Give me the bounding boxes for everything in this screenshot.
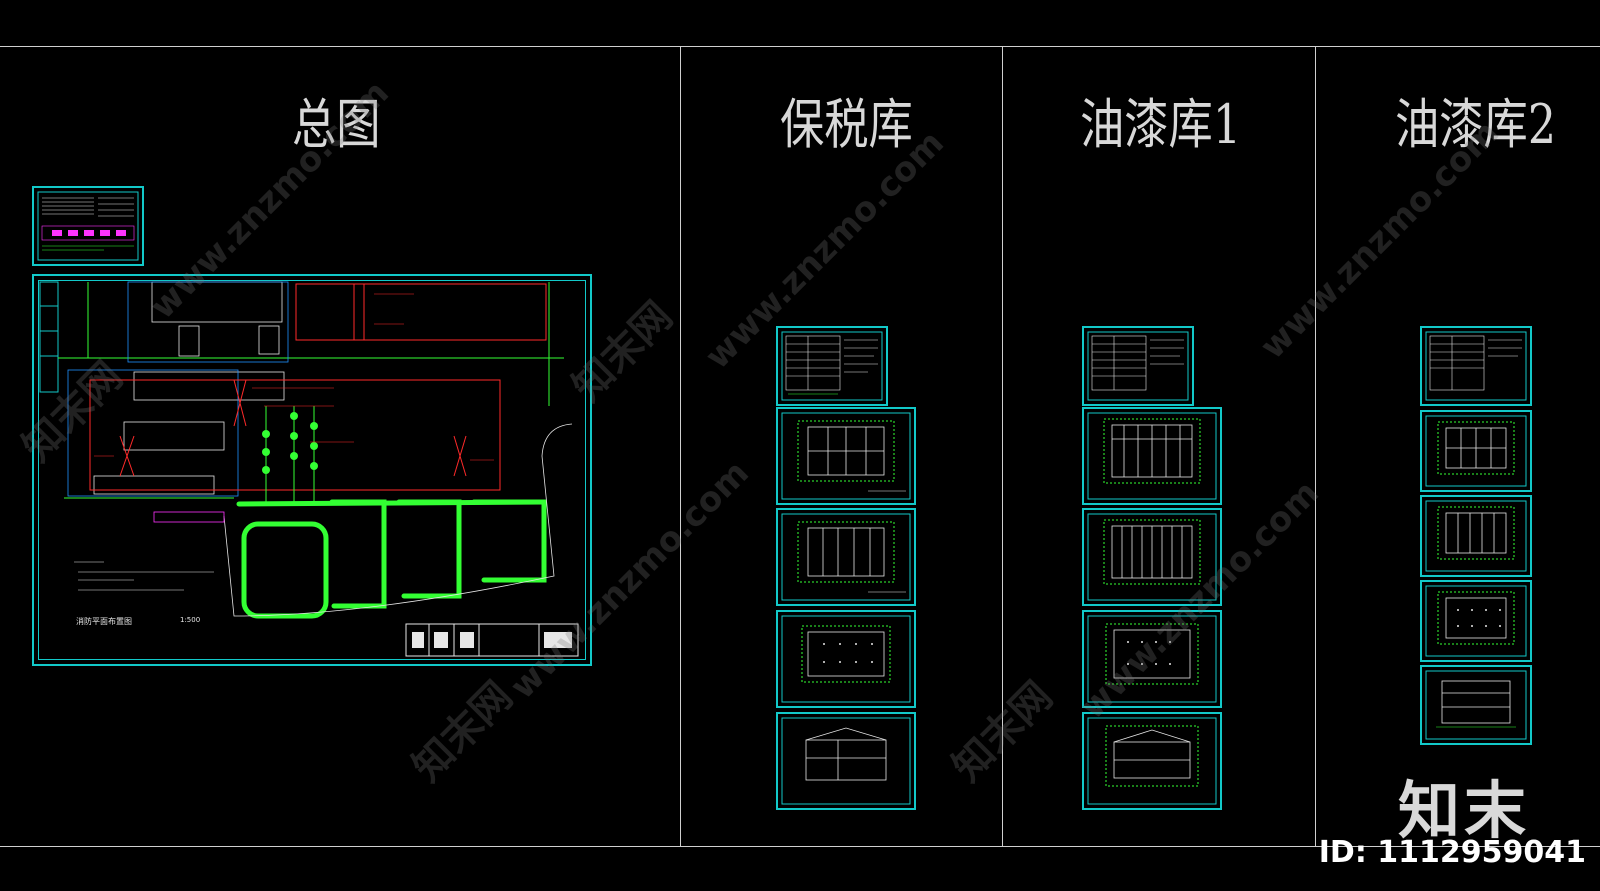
site-plan-sheet[interactable]: 消防平面布置图 1:500: [32, 274, 592, 666]
plan-scale: 1:500: [180, 616, 201, 624]
column-divider: [1002, 47, 1003, 847]
paint2-plan-sheet-1[interactable]: [1420, 410, 1532, 492]
paint1-plan-sheet-3[interactable]: [1082, 610, 1222, 708]
notes-sheet-thumbnail[interactable]: [32, 186, 144, 266]
section-title-bonded-warehouse: 保税库: [780, 93, 913, 156]
bonded-section-sheet[interactable]: [776, 712, 916, 810]
bonded-plan-sheet-3[interactable]: [776, 610, 916, 708]
asset-id: ID: 1112959041: [1318, 835, 1586, 870]
paint2-section-sheet[interactable]: [1420, 665, 1532, 745]
brand-logo: 知末: [1397, 774, 1530, 847]
watermark-brand: 知末网: [404, 673, 522, 791]
bonded-plan-sheet-1[interactable]: [776, 407, 916, 505]
paint1-plan-sheet-1[interactable]: [1082, 407, 1222, 505]
paint2-notes-sheet[interactable]: [1420, 326, 1532, 406]
section-title-paint-warehouse-1: 油漆库1: [1080, 93, 1242, 156]
watermark-brand: 知末网: [944, 673, 1062, 791]
column-divider: [1315, 47, 1316, 847]
section-title-paint-warehouse-2: 油漆库2: [1395, 93, 1557, 156]
bonded-plan-sheet-2[interactable]: [776, 508, 916, 606]
bonded-notes-sheet[interactable]: [776, 326, 888, 406]
section-title-site-plan: 总图: [292, 93, 381, 156]
paint1-section-sheet[interactable]: [1082, 712, 1222, 810]
paint1-plan-sheet-2[interactable]: [1082, 508, 1222, 606]
paint2-plan-sheet-2[interactable]: [1420, 495, 1532, 577]
paint1-notes-sheet[interactable]: [1082, 326, 1194, 406]
top-border-line: [0, 46, 1600, 47]
plan-title: 消防平面布置图: [76, 617, 132, 626]
bottom-border-line: [0, 846, 1600, 847]
paint2-plan-sheet-3[interactable]: [1420, 580, 1532, 662]
column-divider: [680, 47, 681, 847]
